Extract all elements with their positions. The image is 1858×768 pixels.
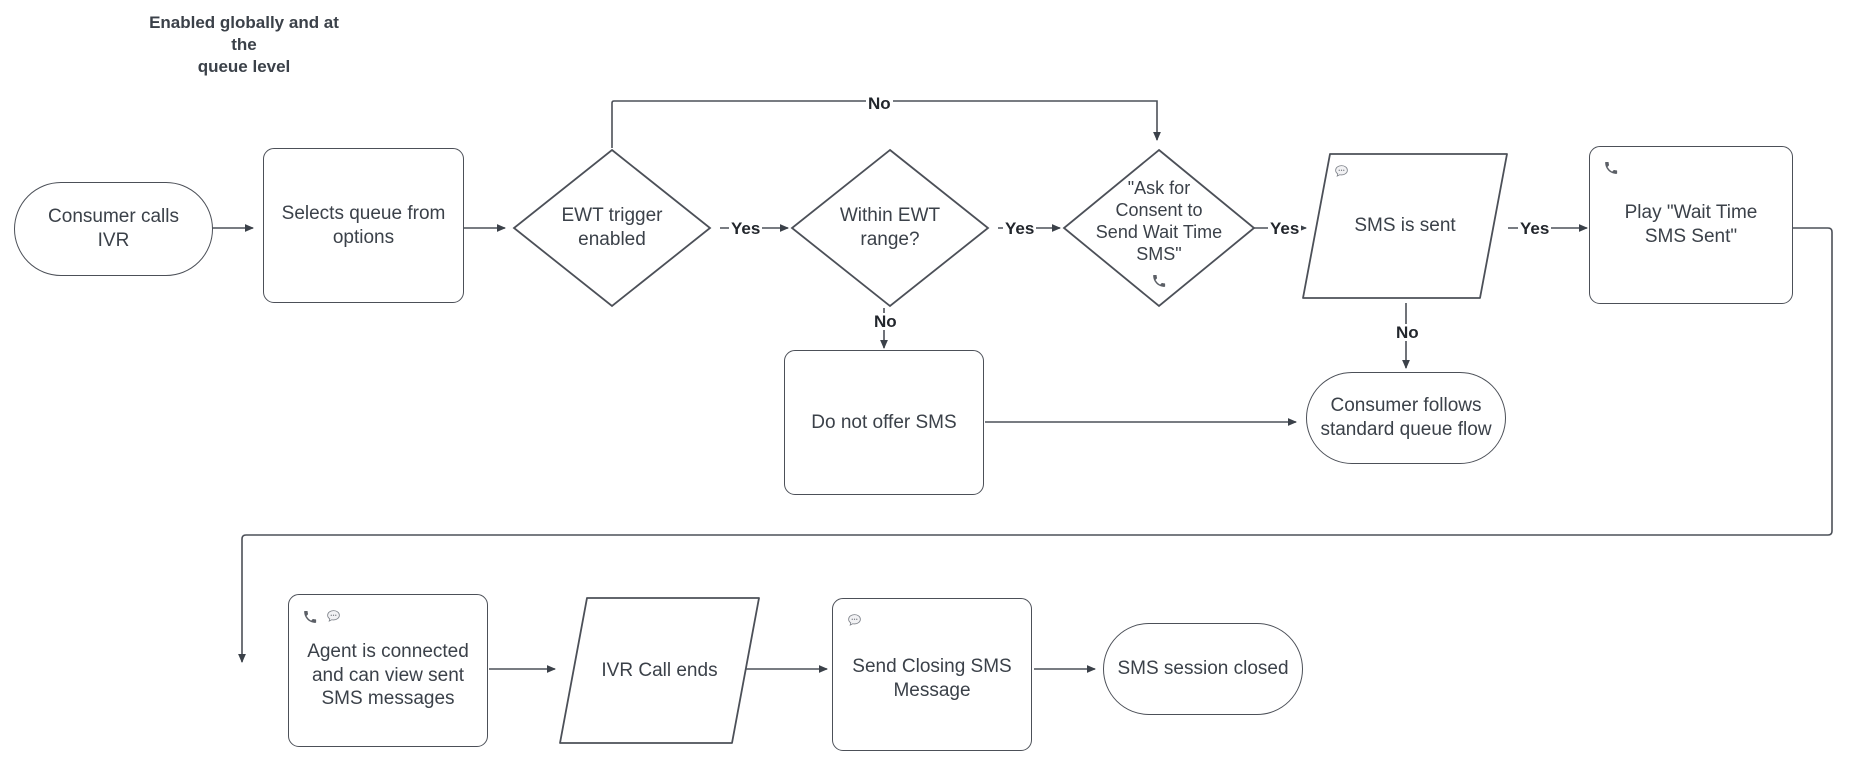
node-icon-group — [303, 609, 341, 624]
edge-label-ewt-yes: Yes — [729, 219, 763, 238]
edge-label-ewt-no: No — [866, 94, 893, 113]
node-ewt-trigger-enabled[interactable]: EWT trigger enabled — [512, 148, 712, 308]
node-label: Selects queue from options — [281, 202, 446, 248]
node-play-wait-time[interactable]: Play "Wait Time SMS Sent" — [1589, 146, 1793, 304]
node-label: Consumer calls IVR — [48, 206, 179, 251]
node-icon-group — [1334, 164, 1349, 179]
phone-icon — [1604, 161, 1618, 175]
node-sms-is-sent[interactable]: SMS is sent — [1300, 150, 1510, 302]
node-selects-queue[interactable]: Selects queue from options — [263, 148, 464, 303]
edge-label-sms-yes: Yes — [1518, 219, 1552, 238]
node-agent-connected[interactable]: Agent is connected and can view sent SMS… — [288, 594, 488, 747]
node-label: Play "Wait Time SMS Sent" — [1624, 202, 1758, 247]
edge-label-range-no: No — [872, 312, 899, 331]
phone-icon — [303, 610, 317, 624]
node-consumer-calls-ivr[interactable]: Consumer calls IVR — [14, 182, 213, 276]
node-label: Do not offer SMS — [811, 411, 957, 433]
node-label: Consumer follows standard queue flow — [1320, 395, 1492, 440]
edge-label-consent-yes: Yes — [1268, 219, 1302, 238]
node-icon-group — [1152, 274, 1166, 288]
phone-icon — [1152, 274, 1166, 288]
edge-label-sms-no: No — [1394, 323, 1421, 342]
node-consumer-follows[interactable]: Consumer follows standard queue flow — [1306, 372, 1506, 464]
node-label: Send Closing SMS Message — [852, 655, 1012, 701]
chat-bubble-icon — [847, 613, 862, 628]
node-label: Within EWT range? — [839, 205, 941, 250]
node-label: IVR Call ends — [601, 659, 718, 681]
node-send-closing-sms[interactable]: Send Closing SMS Message — [832, 598, 1032, 751]
node-label: "Ask for Consent to Send Wait Time SMS" — [1095, 178, 1223, 264]
chat-bubble-icon — [326, 609, 341, 624]
node-label: SMS is sent — [1354, 215, 1456, 237]
chat-bubble-icon — [1334, 164, 1349, 179]
node-sms-session-closed[interactable]: SMS session closed — [1103, 623, 1303, 715]
node-ask-for-consent[interactable]: "Ask for Consent to Send Wait Time SMS" — [1062, 148, 1256, 308]
node-label: EWT trigger enabled — [561, 205, 663, 250]
node-within-ewt-range[interactable]: Within EWT range? — [790, 148, 990, 308]
node-label: SMS session closed — [1117, 658, 1289, 680]
edge-label-range-yes: Yes — [1003, 219, 1037, 238]
diagram-title: Enabled globally and at the queue level — [149, 13, 339, 77]
node-icon-group — [847, 613, 862, 628]
node-icon-group — [1604, 161, 1618, 175]
node-ivr-call-ends[interactable]: IVR Call ends — [557, 594, 762, 747]
node-label: Agent is connected and can view sent SMS… — [307, 640, 469, 710]
node-do-not-offer-sms[interactable]: Do not offer SMS — [784, 350, 984, 495]
